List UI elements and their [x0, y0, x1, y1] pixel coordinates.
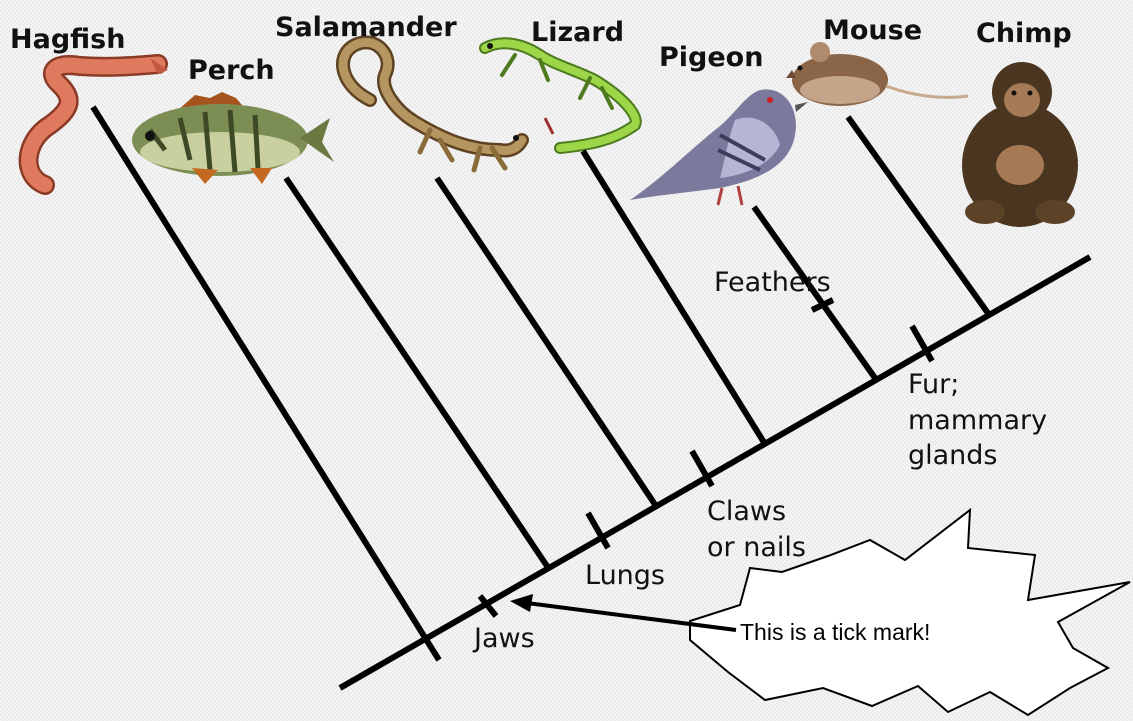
branch-salamander: [437, 178, 656, 506]
pigeon-icon: [630, 89, 808, 205]
branch-hagfish: [93, 107, 439, 660]
taxon-label-perch: Perch: [188, 55, 275, 86]
trait-label-fur-1: Fur;: [908, 369, 959, 400]
trait-label-claws-1: Claws: [707, 496, 786, 527]
salamander-icon: [343, 42, 522, 170]
callout-arrow: [510, 594, 736, 630]
lizard-icon: [485, 43, 636, 148]
trait-label-fur-3: glands: [908, 440, 998, 471]
trait-label-claws-2: or nails: [707, 532, 806, 563]
chimp-icon: [962, 62, 1078, 227]
taxon-label-mouse: Mouse: [823, 15, 922, 46]
taxon-label-lizard: Lizard: [531, 17, 624, 48]
trait-label-feathers: Feathers: [714, 267, 831, 298]
taxon-label-salamander: Salamander: [275, 12, 457, 43]
taxon-label-hagfish: Hagfish: [10, 24, 125, 55]
perch-icon: [132, 92, 334, 184]
trait-label-fur-2: mammary: [908, 405, 1047, 436]
branch-perch: [286, 178, 549, 569]
trait-label-lungs: Lungs: [585, 560, 665, 591]
mouse-icon: [786, 42, 968, 106]
taxon-label-pigeon: Pigeon: [659, 42, 763, 73]
trait-label-jaws: Jaws: [472, 623, 535, 654]
callout-text: This is a tick mark!: [740, 619, 930, 645]
small-dash: [545, 118, 553, 134]
taxon-label-chimp: Chimp: [976, 18, 1072, 49]
